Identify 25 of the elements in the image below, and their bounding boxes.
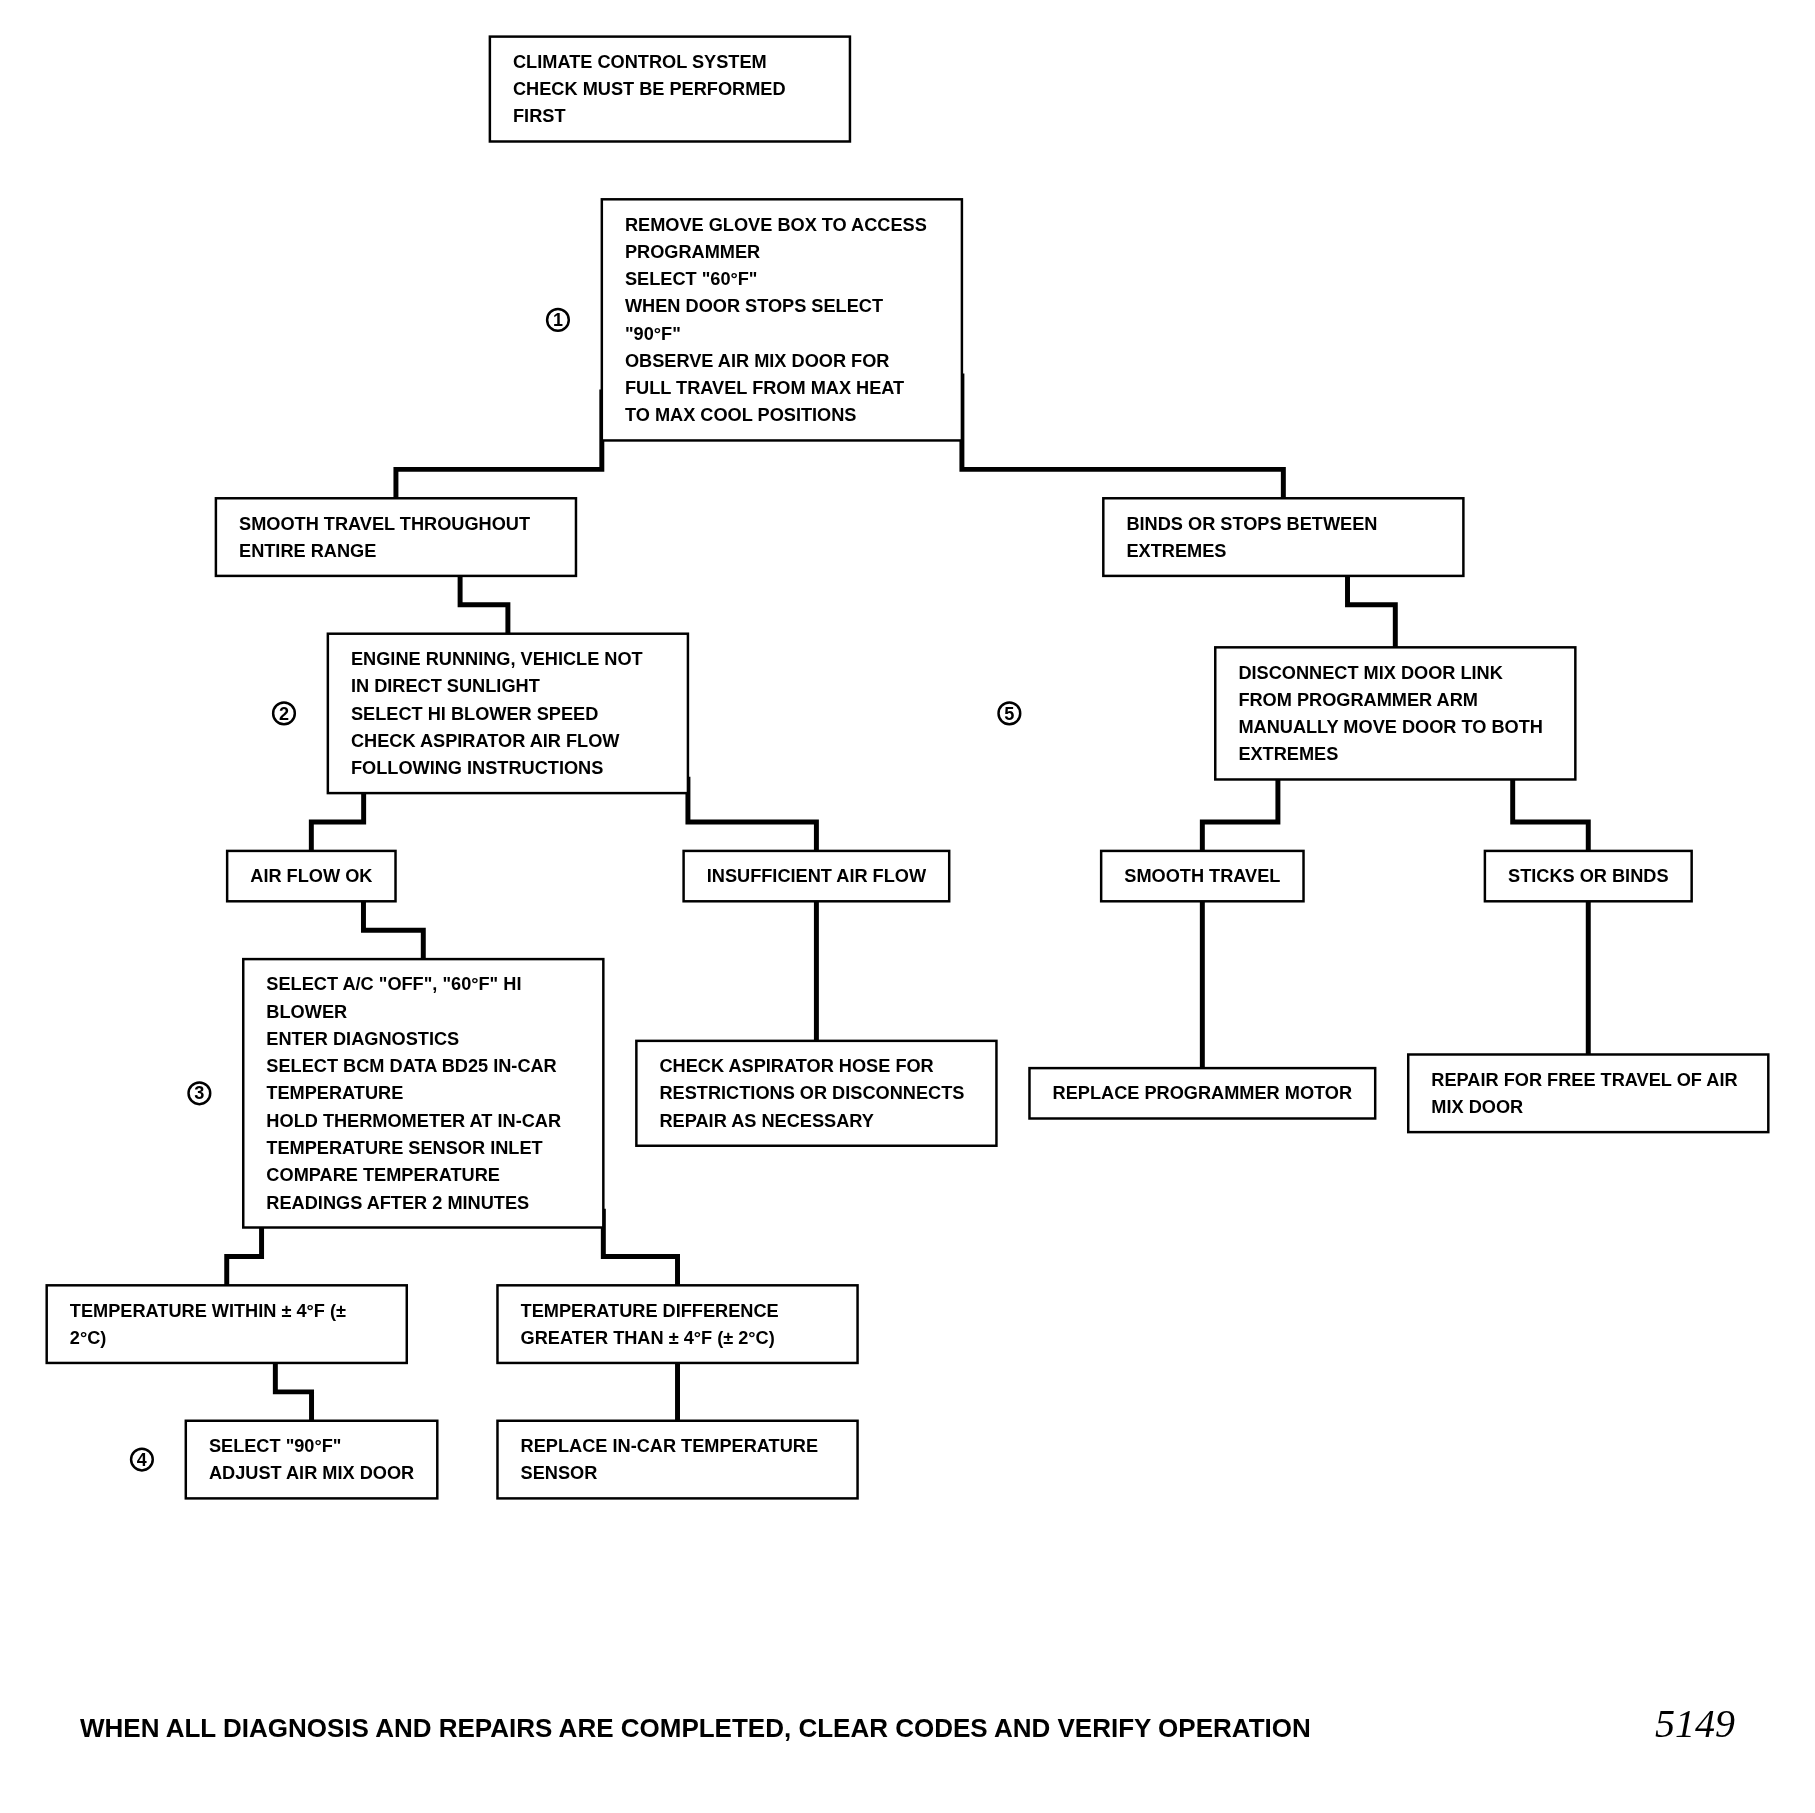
process-box: SELECT A/C "OFF", "60°F" HI BLOWER ENTER DIAGNOSTICS SELECT BCM DATA BD25 IN-CAR TEMPERATURE HOLD THERMOMETER AT IN-CAR TEMPERATURE SENSOR INLET COMPARE TEMPERATURE READINGS AFTER 2 MINUTES [242, 957, 605, 1229]
process-box: REPLACE PROGRAMMER MOTOR [1028, 1066, 1377, 1120]
step-number-circle: 2 [271, 701, 297, 726]
process-box: TEMPERATURE WITHIN ± 4°F (± 2°C) [45, 1284, 408, 1365]
step-number-circle: 4 [129, 1447, 154, 1472]
process-box: SMOOTH TRAVEL [1099, 849, 1305, 903]
step-number-circle: 3 [187, 1081, 212, 1106]
process-box: REPAIR FOR FREE TRAVEL OF AIR MIX DOOR [1407, 1053, 1770, 1134]
process-box: INSUFFICIENT AIR FLOW [682, 849, 951, 903]
footer-note: WHEN ALL DIAGNOSIS AND REPAIRS ARE COMPLETED, CLEAR CODES AND VERIFY OPERATION [80, 1713, 1311, 1744]
process-box: REMOVE GLOVE BOX TO ACCESS PROGRAMMER SELECT "60°F" WHEN DOOR STOPS SELECT "90°F" OBSERVE AIR MIX DOOR FOR FULL TRAVEL FROM MAX HEAT TO MAX COOL POSITIONS [600, 198, 964, 442]
process-box: SMOOTH TRAVEL THROUGHOUT ENTIRE RANGE [214, 497, 578, 578]
figure-number: 5149 [1655, 1700, 1735, 1747]
process-box: AIR FLOW OK [225, 849, 397, 903]
process-box: SELECT "90°F" ADJUST AIR MIX DOOR [184, 1419, 439, 1500]
step-number-circle: 1 [545, 307, 571, 332]
process-box: BINDS OR STOPS BETWEEN EXTREMES [1102, 497, 1465, 578]
process-box: REPLACE IN-CAR TEMPERATURE SENSOR [496, 1419, 859, 1500]
process-box: TEMPERATURE DIFFERENCE GREATER THAN ± 4°F (± 2°C) [496, 1284, 859, 1365]
process-box: STICKS OR BINDS [1483, 849, 1693, 903]
step-number-circle: 5 [997, 701, 1022, 726]
process-box: CLIMATE CONTROL SYSTEM CHECK MUST BE PERFORMED FIRST [488, 35, 852, 143]
process-box: DISCONNECT MIX DOOR LINK FROM PROGRAMMER ARM MANUALLY MOVE DOOR TO BOTH EXTREMES [1214, 646, 1577, 781]
process-box: ENGINE RUNNING, VEHICLE NOT IN DIRECT SUNLIGHT SELECT HI BLOWER SPEED CHECK ASPIRATOR AIR FLOW FOLLOWING INSTRUCTIONS [326, 632, 690, 795]
process-box: CHECK ASPIRATOR HOSE FOR RESTRICTIONS OR DISCONNECTS REPAIR AS NECESSARY [635, 1039, 998, 1147]
